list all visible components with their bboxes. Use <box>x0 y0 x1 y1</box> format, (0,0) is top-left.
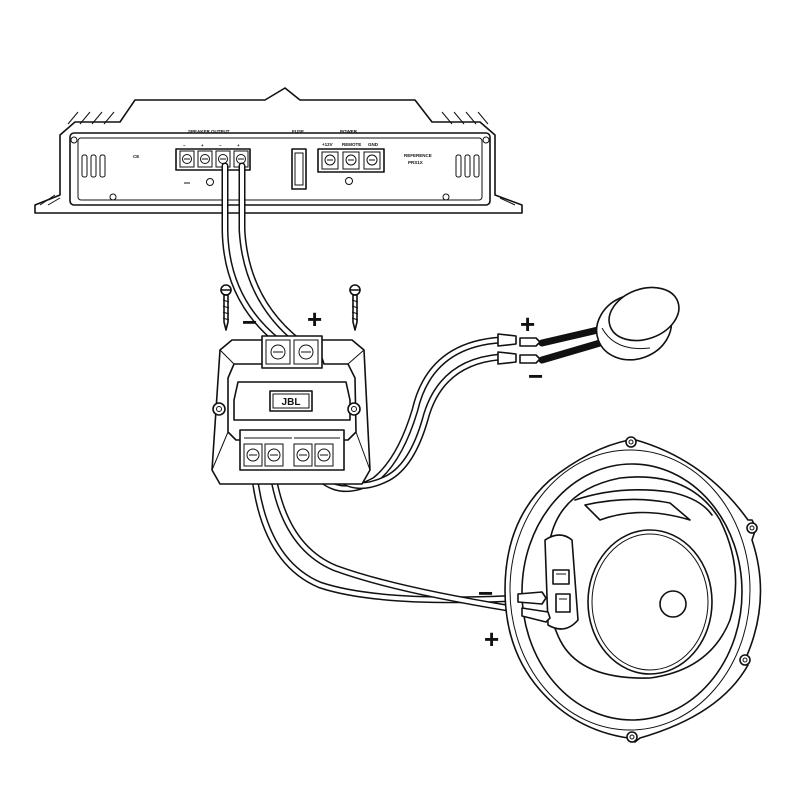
fuse-label: FUSE <box>292 129 304 134</box>
crossover-brand-logo: JBL <box>282 397 301 408</box>
model-label: PRS1X <box>408 160 423 165</box>
power-term-gnd: GND <box>368 142 379 147</box>
heatsink-right <box>441 111 516 206</box>
amplifier: CE SPEAKER OUTPUT − + − + FUSE POWER <box>34 87 523 214</box>
power-terminal-block: POWER +12V REMOTE GND <box>317 129 385 173</box>
crossover: JBL <box>211 335 371 485</box>
woofer-plus-label: + <box>484 624 499 654</box>
crossover-input-terminals <box>261 335 323 369</box>
heatsink-left <box>39 111 115 206</box>
speaker-term-3-label: − <box>219 143 222 148</box>
power-term-remote: REMOTE <box>342 142 361 147</box>
crossover-output-terminals <box>239 429 345 471</box>
tweeter-plus-label: + <box>520 309 535 339</box>
reference-label: REFERENCE <box>404 153 432 158</box>
woofer-minus-label: − <box>478 578 493 608</box>
speaker-term-2-label: + <box>201 143 204 148</box>
power-label: POWER <box>340 129 358 134</box>
speaker-output-label: SPEAKER OUTPUT <box>188 129 230 134</box>
input-minus-label: − <box>242 307 257 337</box>
speaker-term-4-label: + <box>237 143 240 148</box>
ce-mark: CE <box>133 154 139 159</box>
tweeter <box>497 286 680 365</box>
power-term-12v: +12V <box>322 142 333 147</box>
fuse: FUSE <box>291 129 307 190</box>
mounting-screw-left <box>220 284 232 331</box>
speaker-term-1-label: − <box>183 143 186 148</box>
tweeter-minus-label: − <box>528 361 543 391</box>
woofer <box>504 436 762 743</box>
input-plus-label: + <box>307 304 322 334</box>
mounting-screw-right <box>349 284 361 331</box>
